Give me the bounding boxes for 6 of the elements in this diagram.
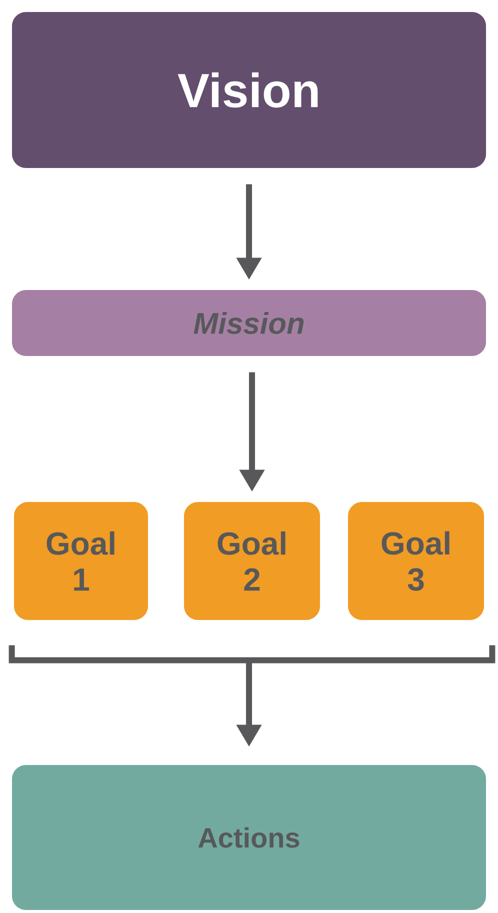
goal-box: Goal 1 [14,502,148,620]
goal-box: Goal 2 [184,502,320,620]
vision-box: Vision [12,12,486,168]
actions-box: Actions [12,765,486,910]
goal-box: Goal 3 [348,502,484,620]
mission-bar: Mission [12,290,486,356]
